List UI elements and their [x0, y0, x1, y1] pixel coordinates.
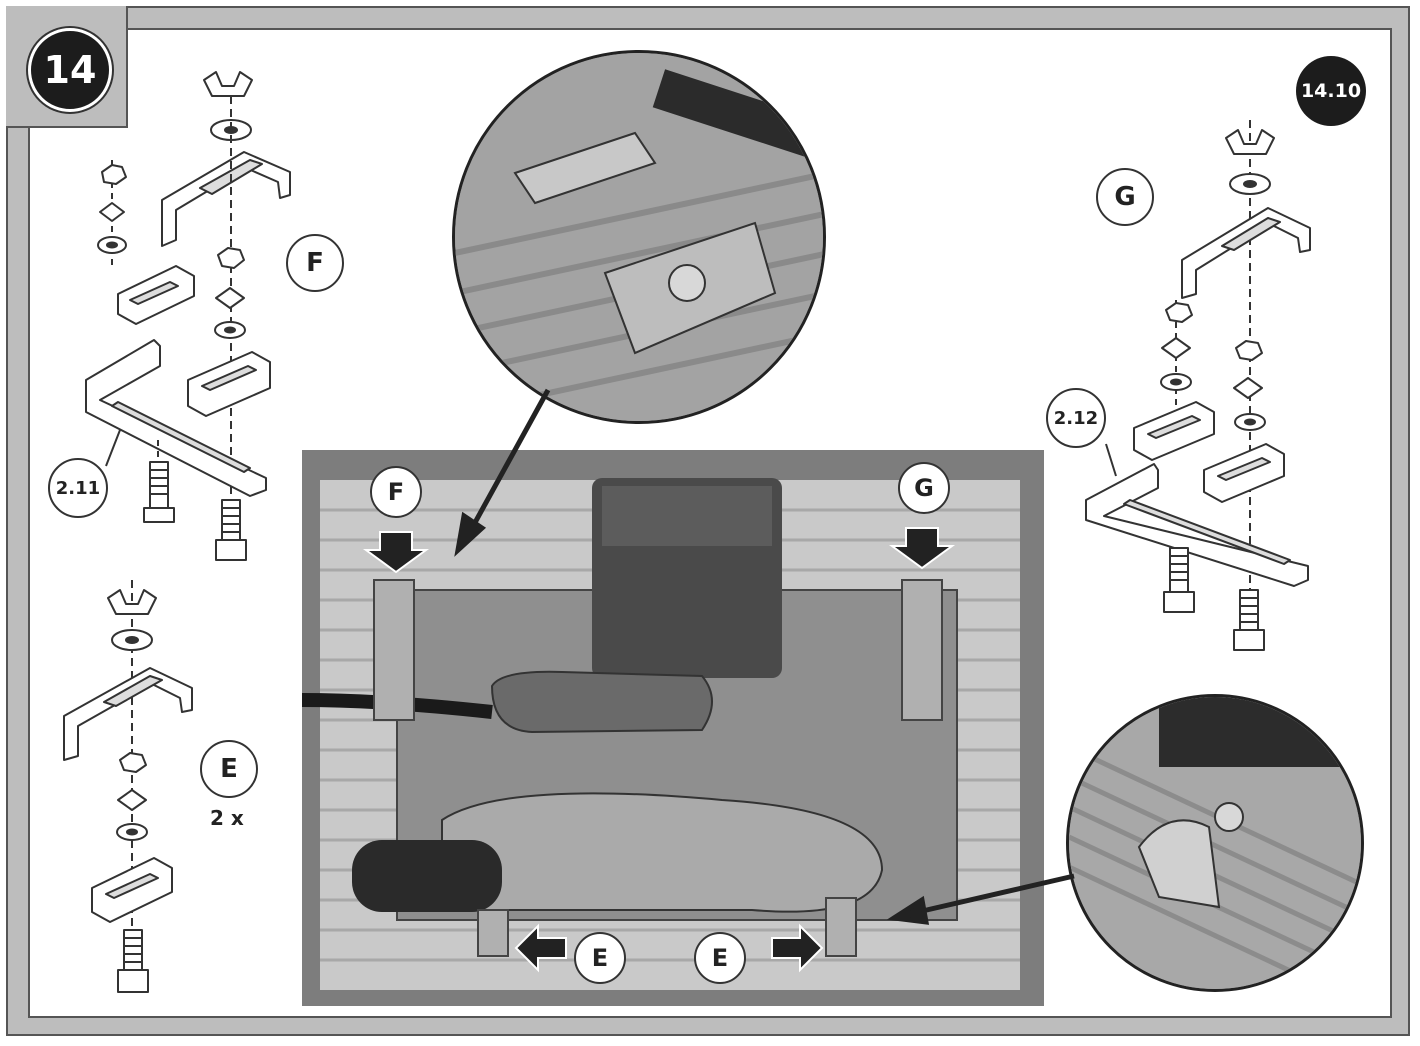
quantity-E: 2 x: [210, 806, 244, 830]
nut-icon: [217, 247, 245, 269]
leader-arrow-icon: [454, 511, 487, 557]
arrow-right-icon: [771, 923, 824, 973]
callout-G-right: G: [1096, 168, 1154, 226]
lock-washer-icon: [99, 202, 125, 222]
photo-label-E-right: E: [694, 932, 746, 984]
bolt-icon: [1233, 589, 1265, 651]
clamp-bracket-icon: [1181, 207, 1311, 299]
clamp-bracket-icon: [63, 667, 193, 761]
lock-washer-icon: [117, 789, 147, 811]
lock-washer-icon: [1161, 337, 1191, 359]
clamp-bracket-icon: [161, 151, 291, 247]
lock-washer-icon: [215, 287, 245, 309]
arrow-down-icon: [888, 527, 956, 570]
wing-nut-icon: [107, 589, 157, 615]
part-label-2-11: 2.11: [48, 458, 108, 518]
callout-F-left: F: [286, 234, 344, 292]
zoom-detail-top: [452, 50, 826, 424]
sub-step-badge: 14.10: [1296, 56, 1366, 126]
callout-E-left: E: [200, 740, 258, 798]
rail-bar-icon: [1085, 463, 1309, 587]
bolt-icon: [1163, 547, 1195, 613]
nut-icon: [1235, 340, 1263, 361]
part-label-2-12: 2.12: [1046, 388, 1106, 448]
nut-icon: [1165, 302, 1193, 323]
leader-arrow-icon: [886, 895, 930, 925]
bolt-icon: [215, 499, 247, 561]
photo-label-G: G: [898, 462, 950, 514]
bolt-icon: [117, 929, 149, 993]
nut-icon: [119, 752, 147, 773]
arrow-left-icon: [514, 923, 567, 973]
arrow-down-icon: [362, 531, 430, 574]
photo-label-F: F: [370, 466, 422, 518]
photo-label-E-left: E: [574, 932, 626, 984]
zoom-detail-bottom: [1066, 694, 1364, 992]
wing-nut-icon: [1225, 129, 1275, 155]
lock-washer-icon: [1233, 377, 1263, 399]
nut-icon: [101, 164, 127, 185]
bolt-icon: [143, 461, 175, 523]
step-number-badge: 14: [28, 28, 112, 112]
wing-nut-icon: [203, 71, 253, 97]
